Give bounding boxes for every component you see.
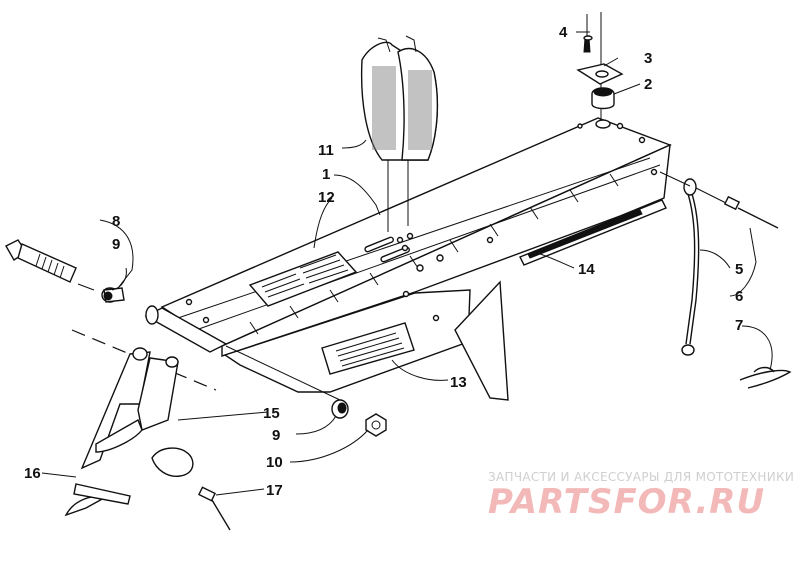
callout-7: 7 [735, 317, 743, 334]
watermark: ЗАПЧАСТИ И АКСЕССУАРЫ ДЛЯ МОТОТЕХНИКИ PA… [488, 470, 794, 522]
callout-3: 3 [644, 50, 652, 67]
callout-16: 16 [24, 465, 41, 482]
callout-6: 6 [735, 288, 743, 305]
decal-side [321, 322, 415, 375]
callout-1: 1 [322, 166, 330, 183]
callout-10: 10 [266, 454, 283, 471]
watermark-tagline: ЗАПЧАСТИ И АКСЕССУАРЫ ДЛЯ МОТОТЕХНИКИ [488, 470, 794, 484]
pin-17 [198, 486, 231, 531]
strip-14 [519, 199, 667, 266]
watermark-brand: PARTSFOR.RU [488, 482, 765, 522]
callout-9-right: 9 [272, 427, 280, 444]
leader-lines [41, 31, 773, 496]
left-bolt [5, 239, 125, 303]
callout-labels: 4 3 2 11 1 12 8 9 14 5 6 7 13 15 9 10 16… [24, 24, 743, 499]
callout-17: 17 [266, 482, 283, 499]
footrest-pad [360, 35, 439, 232]
right-fasteners [225, 345, 387, 437]
callout-14: 14 [578, 261, 595, 278]
callout-8: 8 [112, 213, 120, 230]
clip-16 [64, 483, 131, 517]
callout-4: 4 [559, 24, 568, 41]
callout-11: 11 [318, 142, 334, 159]
callout-2: 2 [644, 76, 652, 93]
bracket-15 [80, 347, 194, 477]
decal-top [248, 251, 358, 307]
callout-15: 15 [263, 405, 280, 422]
callout-12: 12 [318, 189, 335, 206]
callout-13: 13 [450, 374, 467, 391]
callout-5: 5 [735, 261, 743, 278]
top-hardware [576, 12, 624, 129]
callout-9-left: 9 [112, 236, 120, 253]
tether-assembly [659, 171, 792, 389]
